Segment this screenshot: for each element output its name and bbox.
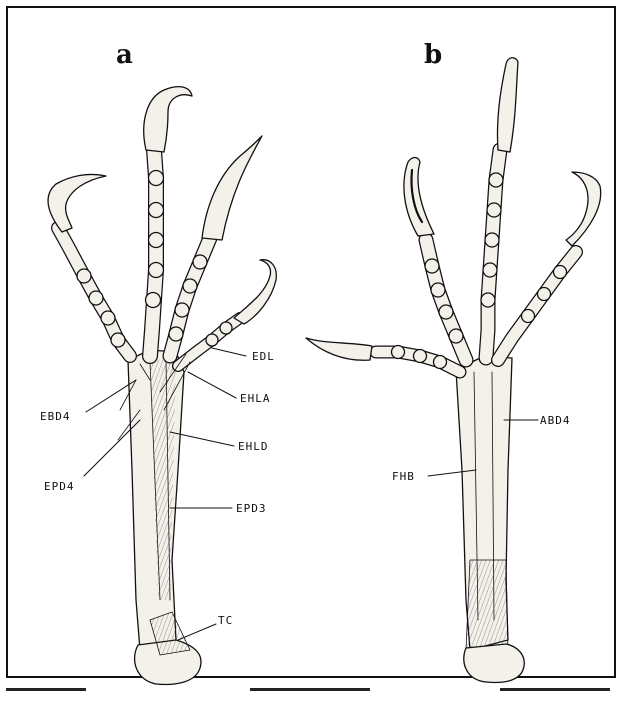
label-edl: EDL (252, 350, 275, 363)
panel-label-a: a (116, 40, 133, 70)
label-tc: TC (218, 614, 233, 627)
label-ehla: EHLA (240, 392, 271, 405)
label-abd4: ABD4 (540, 414, 571, 427)
label-epd4: EPD4 (44, 480, 75, 493)
label-fhb: FHB (392, 470, 415, 483)
label-ebd4: EBD4 (40, 410, 71, 423)
panel-label-b: b (424, 40, 442, 70)
foot-a (48, 87, 276, 685)
label-epd3: EPD3 (236, 502, 267, 515)
foot-b (306, 58, 601, 683)
label-ehld: EHLD (238, 440, 269, 453)
